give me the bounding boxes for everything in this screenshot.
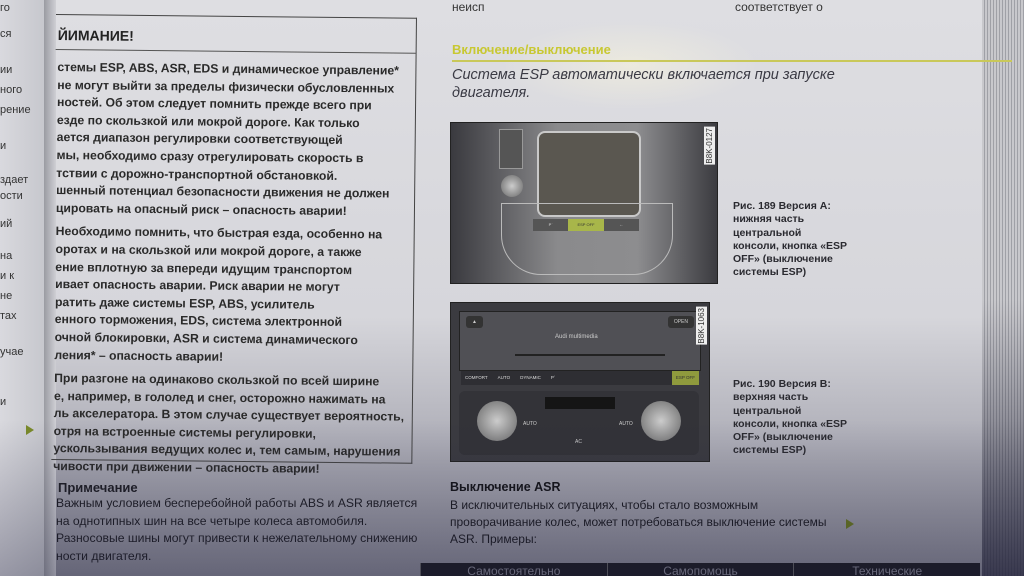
left-page-fragment: учае: [0, 346, 24, 358]
book-gutter: [44, 0, 58, 576]
footer-tabs: Самостоятельно Самопомощь Технические: [420, 563, 980, 576]
knob: [501, 175, 523, 197]
button-strip: COMFORT AUTO DYNAMIC P` ESP OFF: [461, 371, 699, 385]
strip-button: COMFORT: [465, 375, 488, 380]
left-page-fragment: тах: [0, 310, 17, 322]
caption-line: системы ESP): [733, 266, 807, 279]
left-knob: [477, 401, 517, 441]
asr-text: В исключительных ситуациях, чтобы стало …: [450, 497, 827, 548]
strip-button: AUTO: [497, 375, 511, 380]
warning-text: стемы ESP, ABS, ASR, EDS и динамическое …: [53, 59, 409, 479]
warning-line: чивости при движении – опасность аварии!: [53, 459, 320, 476]
figure-code: B8K-0127: [704, 127, 715, 165]
ac-button: AC: [575, 439, 582, 445]
asr-heading: Выключение ASR: [450, 480, 561, 494]
page-stack-shadow: [982, 300, 1024, 576]
continue-arrow-icon: [846, 519, 854, 529]
note-line: ности двигателя.: [56, 548, 152, 563]
top-fragment-left: неисп: [452, 0, 485, 14]
note-title: Примечание: [58, 480, 138, 495]
top-fragment-right: соответствует о: [735, 0, 823, 14]
warning-box: ЙИМАНИЕ! стемы ESP, ABS, ASR, EDS и дина…: [51, 14, 417, 476]
cd-slot: [515, 354, 665, 356]
console-button-row: P` ESP OFF ←: [533, 219, 639, 231]
note-line: Важным условием бесперебойной работы ABS…: [56, 496, 418, 510]
back-button: ←: [619, 222, 624, 227]
auto-left: AUTO: [523, 421, 537, 427]
console-tray: [501, 203, 673, 275]
intro-line: двигателя.: [452, 85, 531, 101]
climate-display: [545, 397, 615, 409]
left-page-fragment: не: [0, 290, 13, 302]
asr-line: В исключительных ситуациях, чтобы стало …: [450, 498, 759, 512]
brand-label: Audi multimedia: [555, 334, 598, 340]
right-page: [56, 0, 986, 576]
figure-code: B8K-1063: [696, 307, 707, 345]
climate-panel: AUTO AUTO AC: [459, 391, 699, 455]
footer-tab: Самостоятельно: [420, 563, 607, 576]
right-knob: [641, 401, 681, 441]
warning-title: ЙИМАНИЕ!: [57, 27, 134, 44]
left-page-fragment: ий: [0, 218, 13, 230]
switch-block: [499, 129, 523, 169]
caption-line: центральной: [733, 226, 802, 239]
caption-line: Рис. 190 Версия B:: [733, 378, 831, 390]
caption-line: OFF» (выключение: [733, 431, 833, 444]
left-page-fragment: ости: [0, 190, 23, 202]
divider: [55, 48, 416, 54]
note-text: Важным условием бесперебойной работы ABS…: [56, 495, 417, 565]
esp-off-button: ESP OFF: [568, 219, 604, 231]
caption-line: нижняя часть: [733, 213, 805, 226]
left-page-fragment: ии: [0, 64, 13, 76]
console-screen: [537, 131, 641, 217]
footer-tab: Самопомощь: [606, 563, 794, 576]
note-line: на однотипных шин на все четыре колеса а…: [56, 513, 368, 528]
caption-line: верхняя часть: [733, 391, 809, 404]
continue-arrow-icon: [26, 425, 34, 435]
note-line: Разносовые шины могут привести к нежелат…: [56, 531, 418, 545]
strip-button: DYNAMIC: [520, 375, 541, 380]
esp-off-button: ESP OFF: [671, 371, 699, 385]
asr-line: ASR. Примеры:: [450, 532, 537, 546]
left-page-fragment: и: [0, 396, 7, 408]
left-page-fragment: го: [0, 2, 10, 14]
parking-button: P`: [548, 222, 553, 227]
caption-line: центральной: [733, 404, 802, 417]
left-page-fragment: ся: [0, 28, 12, 40]
left-page-fragment: ного: [0, 84, 23, 96]
strip-button: P`: [550, 375, 556, 380]
eject-icon: ▲: [466, 316, 483, 328]
left-page-fragment: на: [0, 250, 13, 262]
left-page-fragment: рение: [0, 104, 31, 116]
open-button: OPEN: [667, 316, 694, 328]
left-page-fragment: и к: [0, 270, 15, 282]
caption-line: Рис. 189 Версия A:: [733, 200, 831, 212]
caption-line: консоли, кнопка «ESP: [733, 417, 848, 430]
intro-line: Система ESP автоматически включается при…: [452, 67, 835, 83]
warning-line: ления* – опасность аварии!: [54, 347, 224, 364]
left-page-fragment: и: [0, 140, 7, 152]
cd-unit: ▲ OPEN Audi multimedia: [459, 311, 701, 371]
glare: [500, 20, 760, 110]
figure-189-console: P` ESP OFF ← B8K-0127: [450, 122, 718, 284]
section-intro: Система ESP автоматически включается при…: [452, 66, 835, 102]
caption-line: системы ESP): [733, 444, 807, 457]
caption-line: OFF» (выключение: [733, 253, 833, 266]
note-block: Примечание Важным условием бесперебойной…: [56, 480, 417, 565]
left-page-edge: го ся ии ного рение и здает ости ий на и к не тах уча…: [0, 0, 48, 576]
caption-line: консоли, кнопка «ESP: [733, 239, 848, 252]
left-page-fragment: здает: [0, 174, 29, 186]
auto-right: AUTO: [619, 421, 633, 427]
figure-190-panel: ▲ OPEN Audi multimedia COMFORT AUTO DYNAMI…: [450, 302, 710, 462]
section-rule: [452, 60, 1012, 62]
asr-line: проворачивание колес, может потребоватьс…: [450, 515, 827, 529]
section-heading: Включение/выключение: [452, 42, 611, 57]
footer-tab: Технические: [793, 563, 980, 576]
